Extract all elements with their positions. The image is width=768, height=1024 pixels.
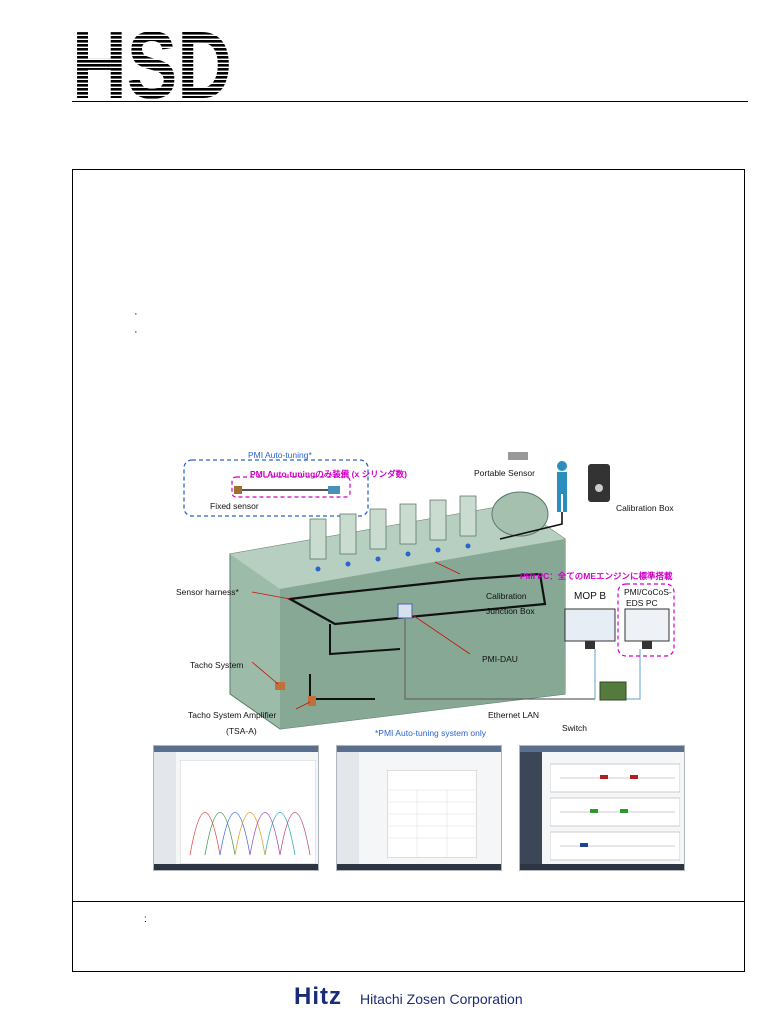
autotuning-only-box: [231, 476, 351, 498]
system-diagram: PMI Auto-tuning* PMI Auto-tuningのみ装備 (x …: [170, 444, 680, 740]
label-mop-b: MOP B: [574, 591, 607, 602]
label-switch: Switch: [562, 723, 588, 733]
label-pmi-pc: PMI PC：全てのMEエンジンに標準搭載: [520, 571, 673, 581]
mop-b-monitor: [564, 608, 616, 642]
label-sensor-harness: Sensor harness*: [176, 587, 239, 597]
company-name: Hitachi Zosen Corporation: [360, 991, 523, 1007]
footer-logo: Hitz Hitachi Zosen Corporation: [294, 983, 526, 1011]
label-pmi-autotuning: PMI Auto-tuning*: [248, 450, 312, 460]
label-calibration-box: Calibration Box: [616, 503, 674, 513]
sensor-harness-cable: [286, 572, 547, 626]
engine-illustration: [183, 452, 675, 730]
bullet-2: ·: [134, 326, 138, 338]
tacho-sensor: [275, 682, 285, 690]
calibration-box-icon: [588, 464, 610, 502]
hitz-brand: Hitz: [294, 983, 342, 1010]
bullet-1: ·: [134, 308, 138, 320]
ethernet-line: [404, 619, 595, 700]
label-tacho-system: Tacho System: [190, 660, 244, 670]
header-rule: [72, 101, 748, 102]
label-ethernet: Ethernet LAN: [488, 710, 540, 720]
cocos-monitor: [624, 608, 670, 642]
content-frame: [72, 169, 745, 972]
label-tsa: (TSA-A): [226, 726, 257, 736]
hsd-logo: HSD: [72, 24, 232, 102]
footnote-colon: :: [144, 914, 147, 925]
label-junction-box: Junction Box: [486, 606, 535, 616]
screenshot-deviation-bars: [519, 745, 685, 871]
screenshot-pressure-curves: [153, 745, 319, 871]
label-autotuning-note: *PMI Auto-tuning system only: [375, 728, 487, 738]
label-autotuning-only: PMI Auto-tuningのみ装備 (x シリンダ数): [250, 469, 407, 479]
fixed-sensor-icon: [234, 486, 242, 494]
switch-icon: [599, 681, 627, 701]
pmi-pc-dashed-box: [617, 583, 675, 657]
label-tacho-amplifier: Tacho System Amplifier: [188, 710, 277, 720]
label-pmi-dau: PMI-DAU: [482, 654, 518, 664]
software-screenshots: [153, 745, 685, 873]
pmi-dau-box: [397, 603, 413, 619]
label-fixed-sensor: Fixed sensor: [210, 501, 259, 511]
label-calibration: Calibration: [486, 591, 527, 601]
portable-sensor-icon: [508, 452, 528, 460]
screenshot-data-table: [336, 745, 502, 871]
label-pmi-cocos-2: EDS PC: [626, 598, 658, 608]
svg-text:HSD: HSD: [72, 24, 232, 102]
label-portable-sensor: Portable Sensor: [474, 468, 535, 478]
autotuning-dashed-box: [183, 459, 369, 517]
footnote-separator: [73, 901, 744, 902]
label-pmi-cocos-1: PMI/CoCoS-: [624, 587, 672, 597]
